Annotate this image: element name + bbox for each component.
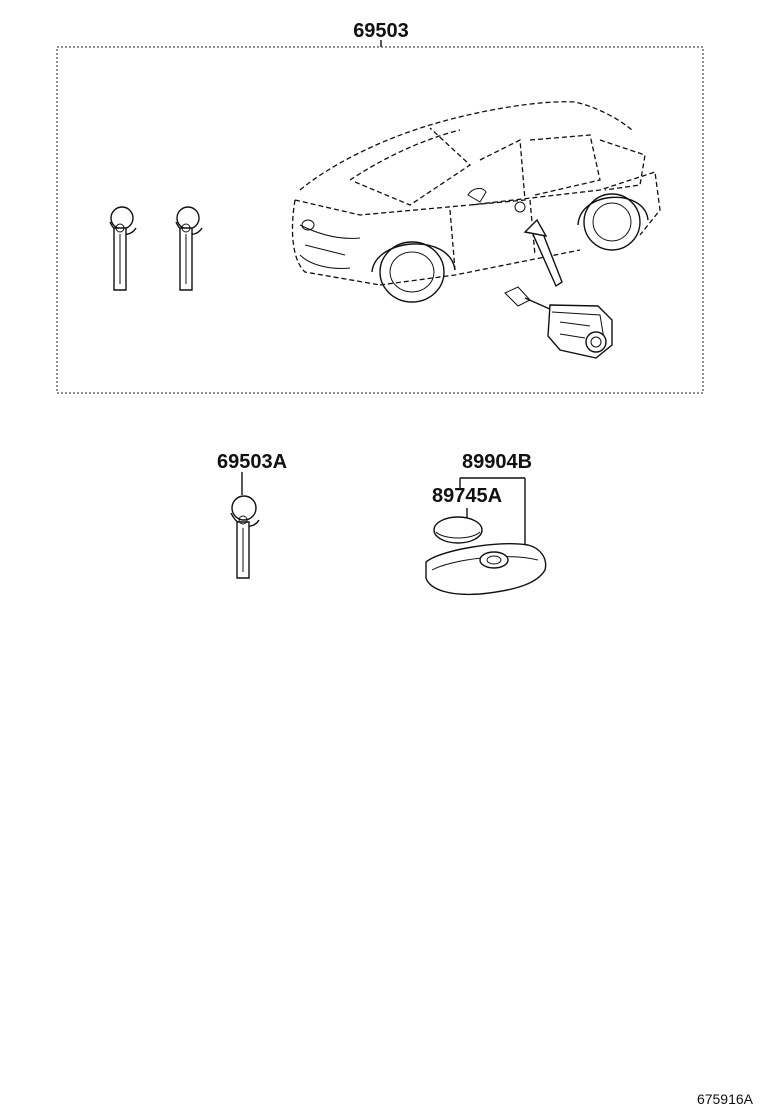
- key-blade-illustration-3: [230, 495, 260, 579]
- vehicle-illustration: [291, 101, 661, 303]
- part-label-89904B[interactable]: 89904B: [462, 451, 532, 473]
- part-label-89745A[interactable]: 89745A: [432, 485, 502, 507]
- key-blade-illustration-1: [109, 206, 137, 291]
- smart-key-transmitter-illustration: [425, 542, 547, 596]
- battery-illustration: [433, 516, 483, 544]
- part-label-69503A[interactable]: 69503A: [217, 451, 287, 473]
- key-blade-illustration-2: [175, 206, 203, 291]
- figure-id: 675916A: [697, 1091, 754, 1107]
- pointer-arrow: [523, 218, 563, 288]
- part-label-69503[interactable]: 69503: [353, 20, 409, 42]
- door-lock-cylinder-illustration: [504, 286, 613, 359]
